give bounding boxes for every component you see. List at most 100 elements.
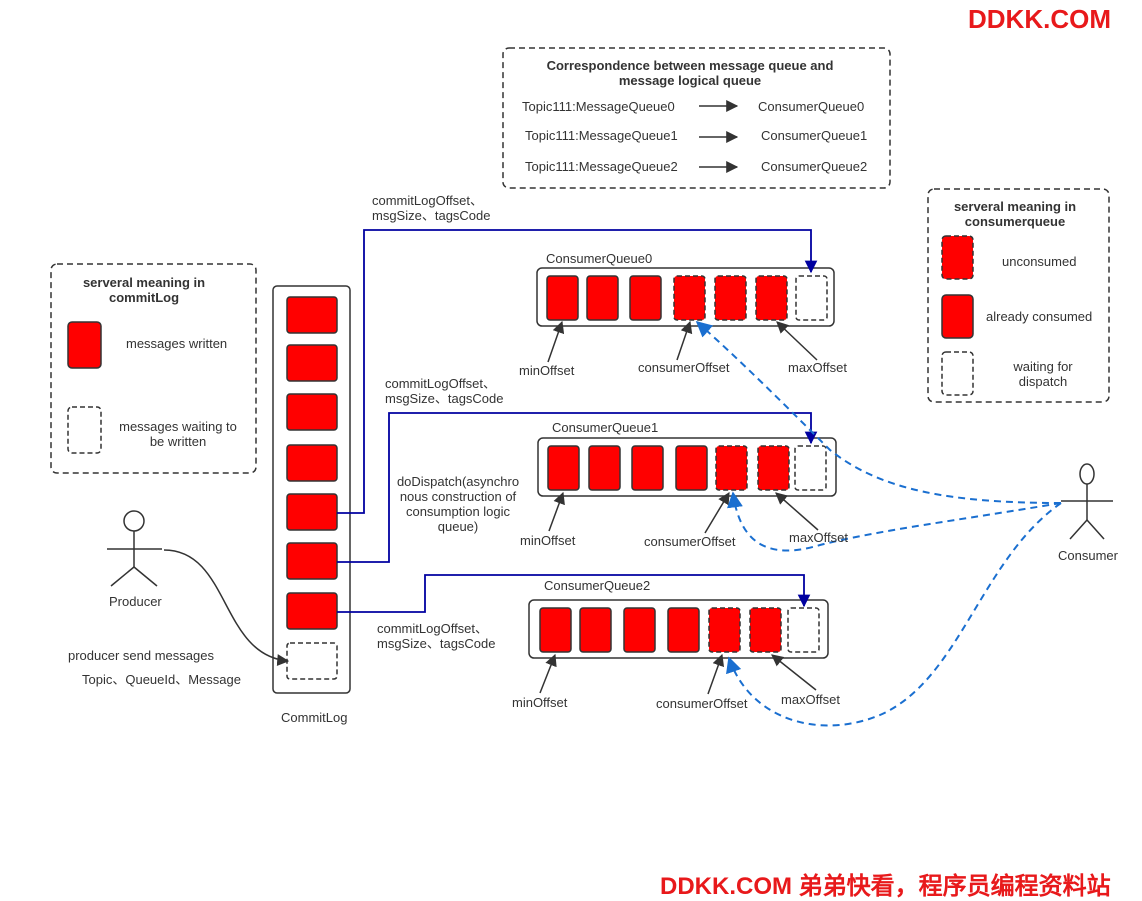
- dispatch-note-3: queue): [437, 519, 479, 534]
- queue0-title: ConsumerQueue0: [546, 251, 653, 266]
- watermark-top: DDKK.COM: [968, 4, 1111, 34]
- queue0-max-label: maxOffset: [788, 360, 848, 375]
- queue2-cell-5: [749, 607, 782, 653]
- offset-arrows: [539, 320, 819, 695]
- commitlog-label: CommitLog: [281, 710, 348, 725]
- queue1-title: ConsumerQueue1: [552, 420, 659, 435]
- producer-label: Producer: [109, 594, 162, 609]
- queue2-min-arrow: [539, 653, 557, 694]
- queue0-payload-line2: msgSize、tagsCode: [372, 208, 491, 223]
- legend-written-swatch: [67, 321, 102, 369]
- mapping-from-0: Topic111:MessageQueue0: [522, 99, 675, 114]
- queue0-min-label: minOffset: [519, 363, 575, 378]
- queue0-cell-6: [795, 275, 828, 321]
- commitlog-container: [272, 285, 351, 694]
- mapping-from-2: Topic111:MessageQueue2: [525, 159, 678, 174]
- dispatch-note-1: nous construction of: [399, 489, 517, 504]
- commitlog-message-3: [286, 444, 338, 482]
- queue2-cell-0: [539, 607, 572, 653]
- legend-waiting-swatch: [67, 406, 102, 454]
- queue0-cell-5: [755, 275, 788, 321]
- mapping-to-0: ConsumerQueue0: [758, 99, 865, 114]
- queue1-cell-1: [588, 445, 621, 491]
- producer-send-label: producer send messages: [68, 648, 214, 663]
- legend-consumerqueue-box: [927, 188, 1110, 403]
- commitlog-message-2: [286, 393, 338, 431]
- consumer-figure: [1061, 463, 1113, 540]
- queue0-cell-2: [629, 275, 662, 321]
- queue1-consumer-label: consumerOffset: [644, 534, 736, 549]
- producer-figure: [107, 510, 162, 587]
- dispatch-line-2: [337, 574, 811, 613]
- mapping-from-1: Topic111:MessageQueue1: [525, 128, 678, 143]
- mapping-to-2: ConsumerQueue2: [761, 159, 868, 174]
- legend-unconsumed-swatch: [941, 235, 974, 280]
- queue0-min-arrow: [547, 320, 565, 363]
- commitlog-message-4: [286, 493, 338, 531]
- queue0-max-arrow: [776, 321, 818, 361]
- commitlog-message-5: [286, 542, 338, 580]
- commitlog-message-1: [286, 344, 338, 382]
- commitlog-message-6: [286, 592, 338, 630]
- producer-send-arrow: [163, 549, 290, 667]
- queue0-consumer-arrow: [676, 320, 693, 361]
- queue1-container: [537, 437, 837, 497]
- dispatch-note-2: consumption logic: [405, 504, 511, 519]
- consumer-pull-queue2: [726, 502, 1062, 727]
- queue1-cell-2: [631, 445, 664, 491]
- legend-commitlog-box: [50, 263, 257, 474]
- queue0-consumer-label: consumerOffset: [638, 360, 730, 375]
- queue0-cell-3: [673, 275, 706, 321]
- commitlog-message-waiting: [286, 642, 338, 680]
- producer-fields-label: Topic、QueueId、Message: [82, 672, 241, 687]
- queue1-min-label: minOffset: [520, 533, 576, 548]
- legend-dispatch-swatch: [941, 351, 974, 396]
- legend-mapping-title: Correspondence between message queue and…: [546, 58, 834, 88]
- queue1-payload-line2: msgSize、tagsCode: [385, 391, 504, 406]
- queue2-cell-3: [667, 607, 700, 653]
- consumer-pull-queue1: [727, 491, 1062, 552]
- queue0-cell-1: [586, 275, 619, 321]
- dispatch-note-0: doDispatch(asynchro: [396, 474, 520, 489]
- mapping-to-1: ConsumerQueue1: [761, 128, 868, 143]
- queue2-cell-1: [579, 607, 612, 653]
- legend-consumed-label: already consumed: [986, 309, 1093, 324]
- queue2-cell-2: [623, 607, 656, 653]
- queue1-cell-3: [675, 445, 708, 491]
- queue1-consumer-arrow: [704, 491, 730, 534]
- queue0-payload-line1: commitLogOffset、: [372, 193, 484, 208]
- queue1-cell-4: [715, 445, 748, 491]
- legend-consumed-swatch: [941, 294, 974, 339]
- queue2-max-label: maxOffset: [781, 692, 841, 707]
- consumer-queues: [528, 267, 837, 659]
- queue1-cell-6: [794, 445, 827, 491]
- queue2-min-label: minOffset: [512, 695, 568, 710]
- dispatch-line-1: [337, 412, 818, 563]
- queue2-title: ConsumerQueue2: [544, 578, 651, 593]
- commitlog-cells: [286, 296, 338, 680]
- queue1-cell-5: [757, 445, 790, 491]
- queue1-max-label: maxOffset: [789, 530, 849, 545]
- queue2-payload-line1: commitLogOffset、: [377, 621, 489, 636]
- consumer-pull-queue0: [695, 320, 1062, 504]
- queue2-payload-line2: msgSize、tagsCode: [377, 636, 496, 651]
- legend-commitlog-title: serveral meaning in commitLog: [82, 275, 206, 305]
- dispatch-line-0: [337, 229, 818, 514]
- legend-waiting-label: messages waiting to be written: [119, 419, 237, 449]
- queue2-container: [528, 599, 829, 659]
- queue2-cell-4: [708, 607, 741, 653]
- legend-consumerqueue-title: serveral meaning in consumerqueue: [953, 199, 1077, 229]
- queue1-cell-0: [547, 445, 580, 491]
- legend-dispatch-label: waiting for dispatch: [1013, 359, 1073, 389]
- queue0-cell-4: [714, 275, 747, 321]
- queue0-cell-0: [546, 275, 579, 321]
- queue2-cell-6: [787, 607, 820, 653]
- queue2-max-arrow: [771, 654, 817, 691]
- legend-unconsumed-label: unconsumed: [1002, 254, 1077, 269]
- queue2-consumer-arrow: [707, 653, 724, 695]
- commitlog-message-0: [286, 296, 338, 334]
- consumer-label: Consumer: [1058, 548, 1118, 563]
- queue2-consumer-label: consumerOffset: [656, 696, 748, 711]
- legend-written-label: messages written: [126, 336, 228, 351]
- queue1-min-arrow: [548, 491, 565, 532]
